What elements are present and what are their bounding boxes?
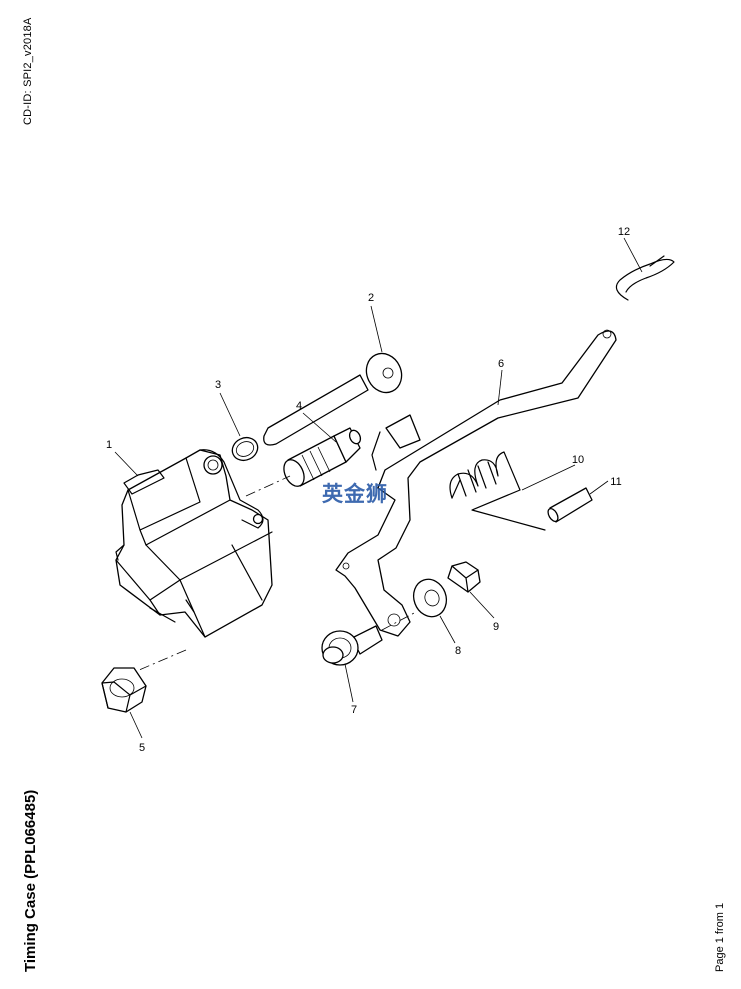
part-2-pin bbox=[263, 352, 403, 446]
part-5-hex-nut bbox=[101, 667, 147, 713]
part-9-cap-nut bbox=[447, 561, 481, 593]
callout-9: 9 bbox=[493, 621, 499, 633]
callout-5: 5 bbox=[139, 742, 145, 754]
sensor-axis-line bbox=[245, 475, 291, 497]
callout-4: 4 bbox=[296, 400, 302, 412]
part-3-o-ring bbox=[231, 436, 259, 462]
callout-11: 11 bbox=[610, 476, 621, 488]
part-12-r-clip bbox=[615, 255, 675, 301]
callout-3: 3 bbox=[215, 379, 221, 391]
part-4-sensor bbox=[283, 427, 362, 487]
part-10-spring bbox=[449, 451, 546, 531]
callout-12: 12 bbox=[618, 226, 630, 238]
part-8-washer bbox=[412, 578, 448, 618]
part-7-shoulder-bolt bbox=[321, 625, 383, 666]
callout-6: 6 bbox=[498, 358, 504, 370]
callout-2: 2 bbox=[368, 292, 374, 304]
callout-numbers: 1 2 3 4 5 6 7 8 9 10 11 12 bbox=[106, 226, 630, 754]
bolt-axis-line bbox=[381, 611, 417, 631]
callout-10: 10 bbox=[572, 454, 584, 466]
callout-1: 1 bbox=[106, 439, 112, 451]
part-1-actuator bbox=[115, 449, 273, 638]
leader-lines bbox=[114, 237, 643, 739]
callout-7: 7 bbox=[351, 704, 357, 716]
part-6-lever bbox=[335, 329, 617, 637]
watermark-logo: 英金狮 bbox=[322, 482, 388, 506]
callout-8: 8 bbox=[455, 645, 461, 657]
part-11-sleeve bbox=[547, 487, 593, 523]
